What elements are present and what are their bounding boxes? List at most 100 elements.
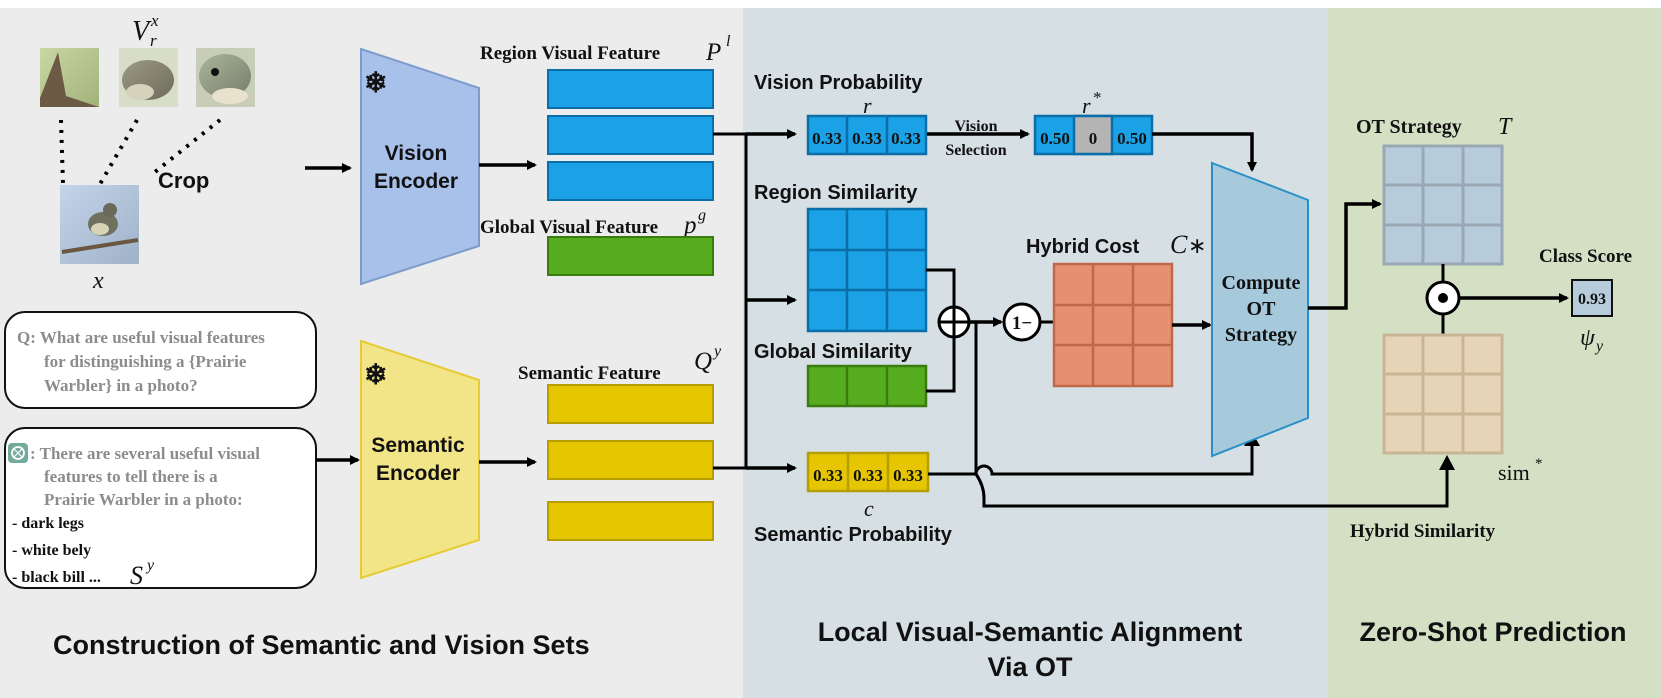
svg-text:*: * — [1093, 88, 1102, 107]
rstar-label: r * — [1082, 88, 1102, 118]
vr-symbol: V x r — [132, 11, 159, 50]
semantic-encoder-snowflake-icon: ❄ — [364, 359, 387, 390]
svg-text:x: x — [150, 11, 159, 30]
global-feature-bar — [547, 236, 714, 276]
svg-text:Region Visual Feature: Region Visual Feature — [480, 43, 660, 64]
vision-encoder-label-2: Encoder — [374, 170, 458, 193]
answer-item-2: - white bely — [12, 542, 91, 559]
svg-text:0: 0 — [1089, 129, 1098, 148]
ot-strategy-matrix — [1382, 144, 1504, 266]
selected-vision-probability-vector: 0.50 0 0.50 — [1033, 114, 1154, 156]
global-similarity-vector — [806, 364, 928, 408]
semantic-feature-label: Semantic Feature Q y — [518, 343, 722, 384]
svg-text:l: l — [726, 33, 731, 50]
region-similarity-matrix — [806, 207, 928, 333]
svg-text:T: T — [1498, 114, 1513, 140]
x-label: x — [92, 268, 104, 294]
right-section-title: Zero-Shot Prediction — [1359, 617, 1626, 647]
svg-text:0.33: 0.33 — [891, 129, 921, 148]
region-feature-bar-2 — [547, 115, 714, 155]
svg-text:OT Strategy: OT Strategy — [1356, 116, 1462, 138]
region-similarity-label: Region Similarity — [754, 182, 918, 204]
compute-label-1: Compute — [1222, 272, 1301, 294]
semantic-feature-bar-2 — [547, 440, 714, 480]
hybrid-cost-matrix — [1052, 262, 1174, 388]
svg-text:Semantic Feature: Semantic Feature — [518, 363, 661, 384]
middle-section-title-2: Via OT — [987, 652, 1073, 682]
hybrid-similarity-matrix — [1382, 333, 1504, 455]
vision-encoder — [360, 47, 480, 286]
svg-text:0.33: 0.33 — [853, 466, 883, 485]
answer-line-3: Prairie Warbler in a photo: — [44, 490, 243, 509]
svg-text:C: C — [1170, 230, 1188, 259]
svg-text:g: g — [698, 207, 706, 224]
semantic-probability-vector: 0.33 0.33 0.33 — [806, 451, 930, 493]
input-image — [60, 185, 139, 264]
psi-label: ψ y — [1580, 325, 1604, 355]
svg-text:Global Visual Feature: Global Visual Feature — [480, 217, 658, 238]
semantic-encoder-label-2: Encoder — [376, 462, 460, 485]
svg-text:ψ: ψ — [1580, 325, 1596, 351]
question-line-3: Warbler} in a photo? — [44, 376, 198, 395]
svg-text:y: y — [145, 557, 155, 574]
answer-line-2: features to tell there is a — [44, 467, 218, 486]
c-label: c — [864, 496, 874, 521]
svg-text:0.33: 0.33 — [813, 466, 843, 485]
question-box — [4, 311, 317, 409]
svg-text:1−: 1− — [1012, 313, 1032, 334]
svg-text:S: S — [130, 561, 143, 590]
question-line-1: Q: What are useful visual features — [17, 328, 265, 347]
compute-label-3: Strategy — [1225, 324, 1297, 346]
svg-text:P: P — [705, 39, 721, 66]
semantic-encoder — [360, 339, 480, 580]
hadamard-operator — [1425, 280, 1461, 316]
vision-encoder-snowflake-icon: ❄ — [364, 67, 387, 98]
svg-text:r: r — [1082, 93, 1091, 118]
svg-text:0.50: 0.50 — [1040, 129, 1070, 148]
left-section-title: Construction of Semantic and Vision Sets — [53, 630, 590, 660]
svg-text:*: * — [1535, 456, 1543, 472]
one-minus-operator: 1− — [1002, 302, 1042, 342]
semantic-probability-label: Semantic Probability — [754, 524, 953, 546]
region-feature-bar-1 — [547, 69, 714, 109]
ot-strategy-label: OT Strategy T — [1356, 114, 1513, 140]
crop-image-2 — [119, 48, 178, 107]
plus-operator — [937, 305, 971, 339]
svg-text:r: r — [150, 31, 157, 50]
semantic-feature-bar-1 — [547, 384, 714, 424]
global-similarity-label: Global Similarity — [754, 341, 913, 363]
svg-text:0.93: 0.93 — [1578, 291, 1606, 308]
r-label: r — [863, 93, 872, 118]
svg-text:Hybrid Cost: Hybrid Cost — [1026, 236, 1140, 258]
svg-text:0.33: 0.33 — [852, 129, 882, 148]
vision-probability-label: Vision Probability — [754, 72, 923, 94]
crop-image-1 — [40, 48, 99, 107]
chatgpt-icon — [8, 443, 28, 463]
compute-ot-strategy — [1211, 161, 1309, 458]
semantic-encoder-label-1: Semantic — [371, 434, 465, 457]
sim-star-label: sim * — [1498, 456, 1543, 485]
svg-text:sim: sim — [1498, 460, 1530, 485]
svg-text:Q: Q — [694, 348, 712, 375]
crop-label: Crop — [158, 168, 209, 193]
svg-text:0.33: 0.33 — [893, 466, 923, 485]
semantic-feature-bar-3 — [547, 501, 714, 541]
class-score-label: Class Score — [1539, 246, 1632, 267]
vision-selection-label-1: Vision — [955, 118, 998, 135]
vision-encoder-label-1: Vision — [385, 142, 448, 165]
question-line-2: for distinguishing a {Prairie — [44, 352, 247, 371]
svg-text:∗: ∗ — [1188, 233, 1206, 258]
crop-image-3 — [196, 48, 255, 107]
answer-item-3: - black bill ... — [12, 569, 101, 586]
svg-text:y: y — [712, 343, 722, 360]
svg-text:0.33: 0.33 — [812, 129, 842, 148]
vision-probability-vector: 0.33 0.33 0.33 — [806, 114, 928, 156]
hybrid-cost-label: Hybrid Cost C ∗ — [1026, 230, 1206, 259]
vision-selection-label-2: Selection — [945, 142, 1006, 159]
middle-section-title-1: Local Visual-Semantic Alignment — [818, 617, 1243, 647]
svg-text:y: y — [1594, 338, 1604, 355]
hybrid-similarity-label: Hybrid Similarity — [1350, 521, 1496, 542]
answer-line-1: : There are several useful visual — [30, 444, 260, 463]
compute-label-2: OT — [1247, 298, 1277, 320]
